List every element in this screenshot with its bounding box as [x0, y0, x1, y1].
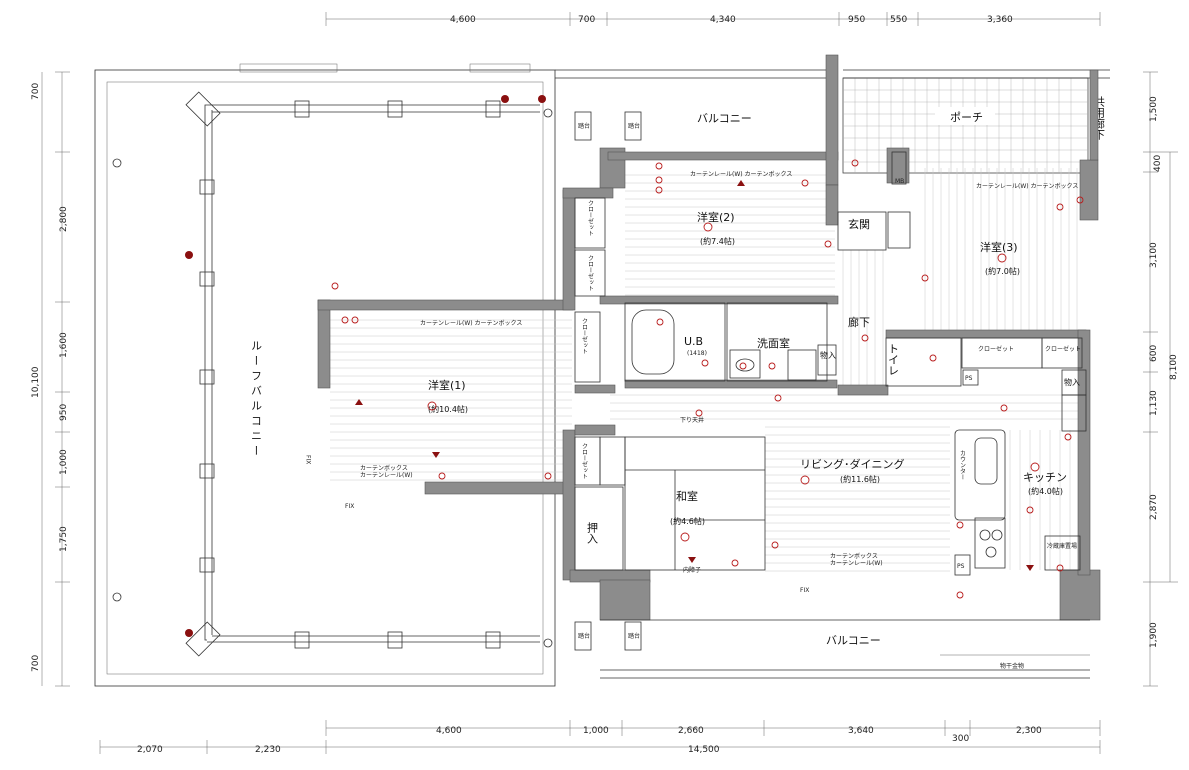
- dimension-left: 700 2,800 1,600 950 1,000 1,750 700 10,1…: [31, 71, 70, 687]
- dim-left-3: 1,600: [59, 332, 69, 358]
- dim-right-1: 1,500: [1149, 96, 1159, 122]
- fumidai-label-1: 踏台: [578, 122, 590, 130]
- dimension-top: 4,600 700 4,340 950 550 3,360: [325, 12, 1101, 26]
- roof-balcony-label: ルーフバルコニー: [250, 340, 263, 460]
- dim-top-6: 3,360: [987, 15, 1013, 25]
- fix-label-1: FIX: [345, 503, 354, 510]
- walls: [317, 54, 1101, 621]
- western2-size: (約7.4帖): [700, 236, 735, 246]
- ps-label-1: PS: [965, 375, 973, 382]
- living-name: リビング･ダイニング: [800, 457, 905, 471]
- fumidai-label-2: 踏台: [628, 122, 640, 130]
- dim-right-total: 8,100: [1169, 354, 1179, 380]
- dim-bottom-6: 300: [952, 734, 969, 744]
- dim-top-4: 950: [848, 15, 865, 25]
- dim-right-2: 400: [1153, 155, 1163, 172]
- dim-left-1: 700: [31, 83, 41, 100]
- dim-bottom-1: 4,600: [436, 726, 462, 736]
- oshiire-label: 押入: [586, 521, 599, 544]
- dim-left-5: 1,000: [59, 449, 69, 475]
- balcony-top-label: バルコニー: [697, 112, 752, 125]
- dim-bottom-4: 3,640: [848, 726, 874, 736]
- western2-name: 洋室(2): [697, 210, 735, 224]
- kitchen-name: キッチン: [1023, 471, 1067, 484]
- entrance-label: 玄関: [848, 217, 870, 231]
- dim-top-2: 700: [578, 15, 595, 25]
- curtain-box-w1: カーテンボックス: [360, 464, 408, 472]
- japanese-name: 和室: [676, 489, 698, 503]
- dim-right-7: 1,900: [1149, 622, 1159, 648]
- dim-bottom-3: 2,660: [678, 726, 704, 736]
- curtain-rail-w2: カーテンレール(W) カーテンボックス: [690, 170, 792, 178]
- fridge-label: 冷蔵庫置場: [1047, 542, 1077, 550]
- washroom-label: 洗面室: [757, 336, 790, 350]
- dim-right-3: 3,100: [1149, 242, 1159, 268]
- mb-label: MB: [895, 178, 904, 185]
- dim-right-5: 1,130: [1149, 390, 1159, 416]
- fix-label-3: FIX: [305, 455, 312, 464]
- shitagari-label: 下り天井: [680, 416, 704, 424]
- laundry-label: 物干金物: [1000, 662, 1024, 670]
- closet-toilet-label: クローゼット: [978, 345, 1014, 353]
- roof-balcony: 踏台 踏台 踏台 踏台 ルーフバルコニー: [94, 63, 642, 687]
- dim-bottom-2: 1,000: [583, 726, 609, 736]
- storage-label: 物入: [820, 350, 836, 360]
- dimension-bottom: 4,600 1,000 2,660 3,640 2,300 300 2,070 …: [99, 720, 1101, 755]
- hallway-label: 廊下: [848, 315, 870, 329]
- closet-w2b-label: クローゼット: [587, 255, 594, 291]
- closet-hall-label: クローゼット: [1045, 345, 1081, 353]
- western1-size: (約10.4帖): [428, 404, 468, 414]
- ps-label-2: PS: [957, 563, 965, 570]
- porch-label: ポーチ: [950, 111, 983, 124]
- ub-name: U.B: [684, 335, 703, 348]
- dim-right-6: 2,870: [1149, 494, 1159, 520]
- fumidai-label-4: 踏台: [628, 632, 640, 640]
- dim-left-6: 1,750: [59, 526, 69, 552]
- counter-label: カウンター: [959, 450, 966, 480]
- dim-left-total: 10,100: [31, 366, 41, 398]
- closet-w2a-label: クローゼット: [587, 200, 594, 236]
- closet-w1-label: クローゼット: [581, 318, 588, 354]
- porch: ポーチ 共用廊下: [842, 69, 1110, 174]
- top-balcony: バルコニー: [555, 69, 830, 125]
- fix-label-2: FIX: [800, 587, 809, 594]
- curtain-rail-w3: カーテンレール(W) カーテンボックス: [976, 182, 1078, 190]
- storage2-label: 物入: [1064, 377, 1080, 387]
- japanese-size: (約4.6帖): [670, 516, 705, 526]
- western3-size: (約7.0帖): [985, 266, 1020, 276]
- toilet-label: トイレ: [887, 343, 900, 376]
- dimension-right: 1,500 400 3,100 600 1,130 2,870 1,900 8,…: [1143, 71, 1179, 687]
- dim-top-1: 4,600: [450, 15, 476, 25]
- balcony-bottom-label: バルコニー: [826, 634, 881, 647]
- ub-size: (1418): [687, 350, 707, 357]
- dim-bottom-7: 2,070: [137, 745, 163, 755]
- dim-top-3: 4,340: [710, 15, 736, 25]
- interior-details: クローゼット クローゼット クローゼット MB PS クローゼット クローゼット: [574, 151, 1090, 679]
- dim-bottom-8: 2,230: [255, 745, 281, 755]
- kitchen-size: (約4.0帖): [1028, 486, 1063, 496]
- closet-jp-label: クローゼット: [581, 443, 588, 479]
- dim-left-2: 2,800: [59, 206, 69, 232]
- western3-name: 洋室(3): [980, 240, 1018, 254]
- western1-name: 洋室(1): [428, 378, 466, 392]
- living-size: (約11.6帖): [840, 474, 880, 484]
- dim-right-4: 600: [1149, 345, 1159, 362]
- dim-bottom-9: 14,500: [688, 745, 720, 755]
- curtain-box-living: カーテンボックス: [830, 552, 878, 560]
- dim-bottom-5: 2,300: [1016, 726, 1042, 736]
- curtain-rail-w1: カーテンレール(W) カーテンボックス: [420, 319, 522, 327]
- electrical-symbols: [185, 95, 1084, 637]
- curtain-rail-w1b: カーテンレール(W): [360, 472, 413, 479]
- dim-top-5: 550: [890, 15, 907, 25]
- curtain-rail-living: カーテンレール(W): [830, 560, 883, 567]
- fumidai-label-3: 踏台: [578, 632, 590, 640]
- floor-hatch: [330, 168, 1080, 572]
- dim-left-7: 700: [31, 655, 41, 672]
- dim-left-4: 950: [59, 404, 69, 421]
- room-labels: 洋室(1) (約10.4帖) 洋室(2) (約7.4帖) 洋室(3) (約7.0…: [305, 170, 1081, 647]
- uchinori-label: 内障子: [683, 566, 701, 574]
